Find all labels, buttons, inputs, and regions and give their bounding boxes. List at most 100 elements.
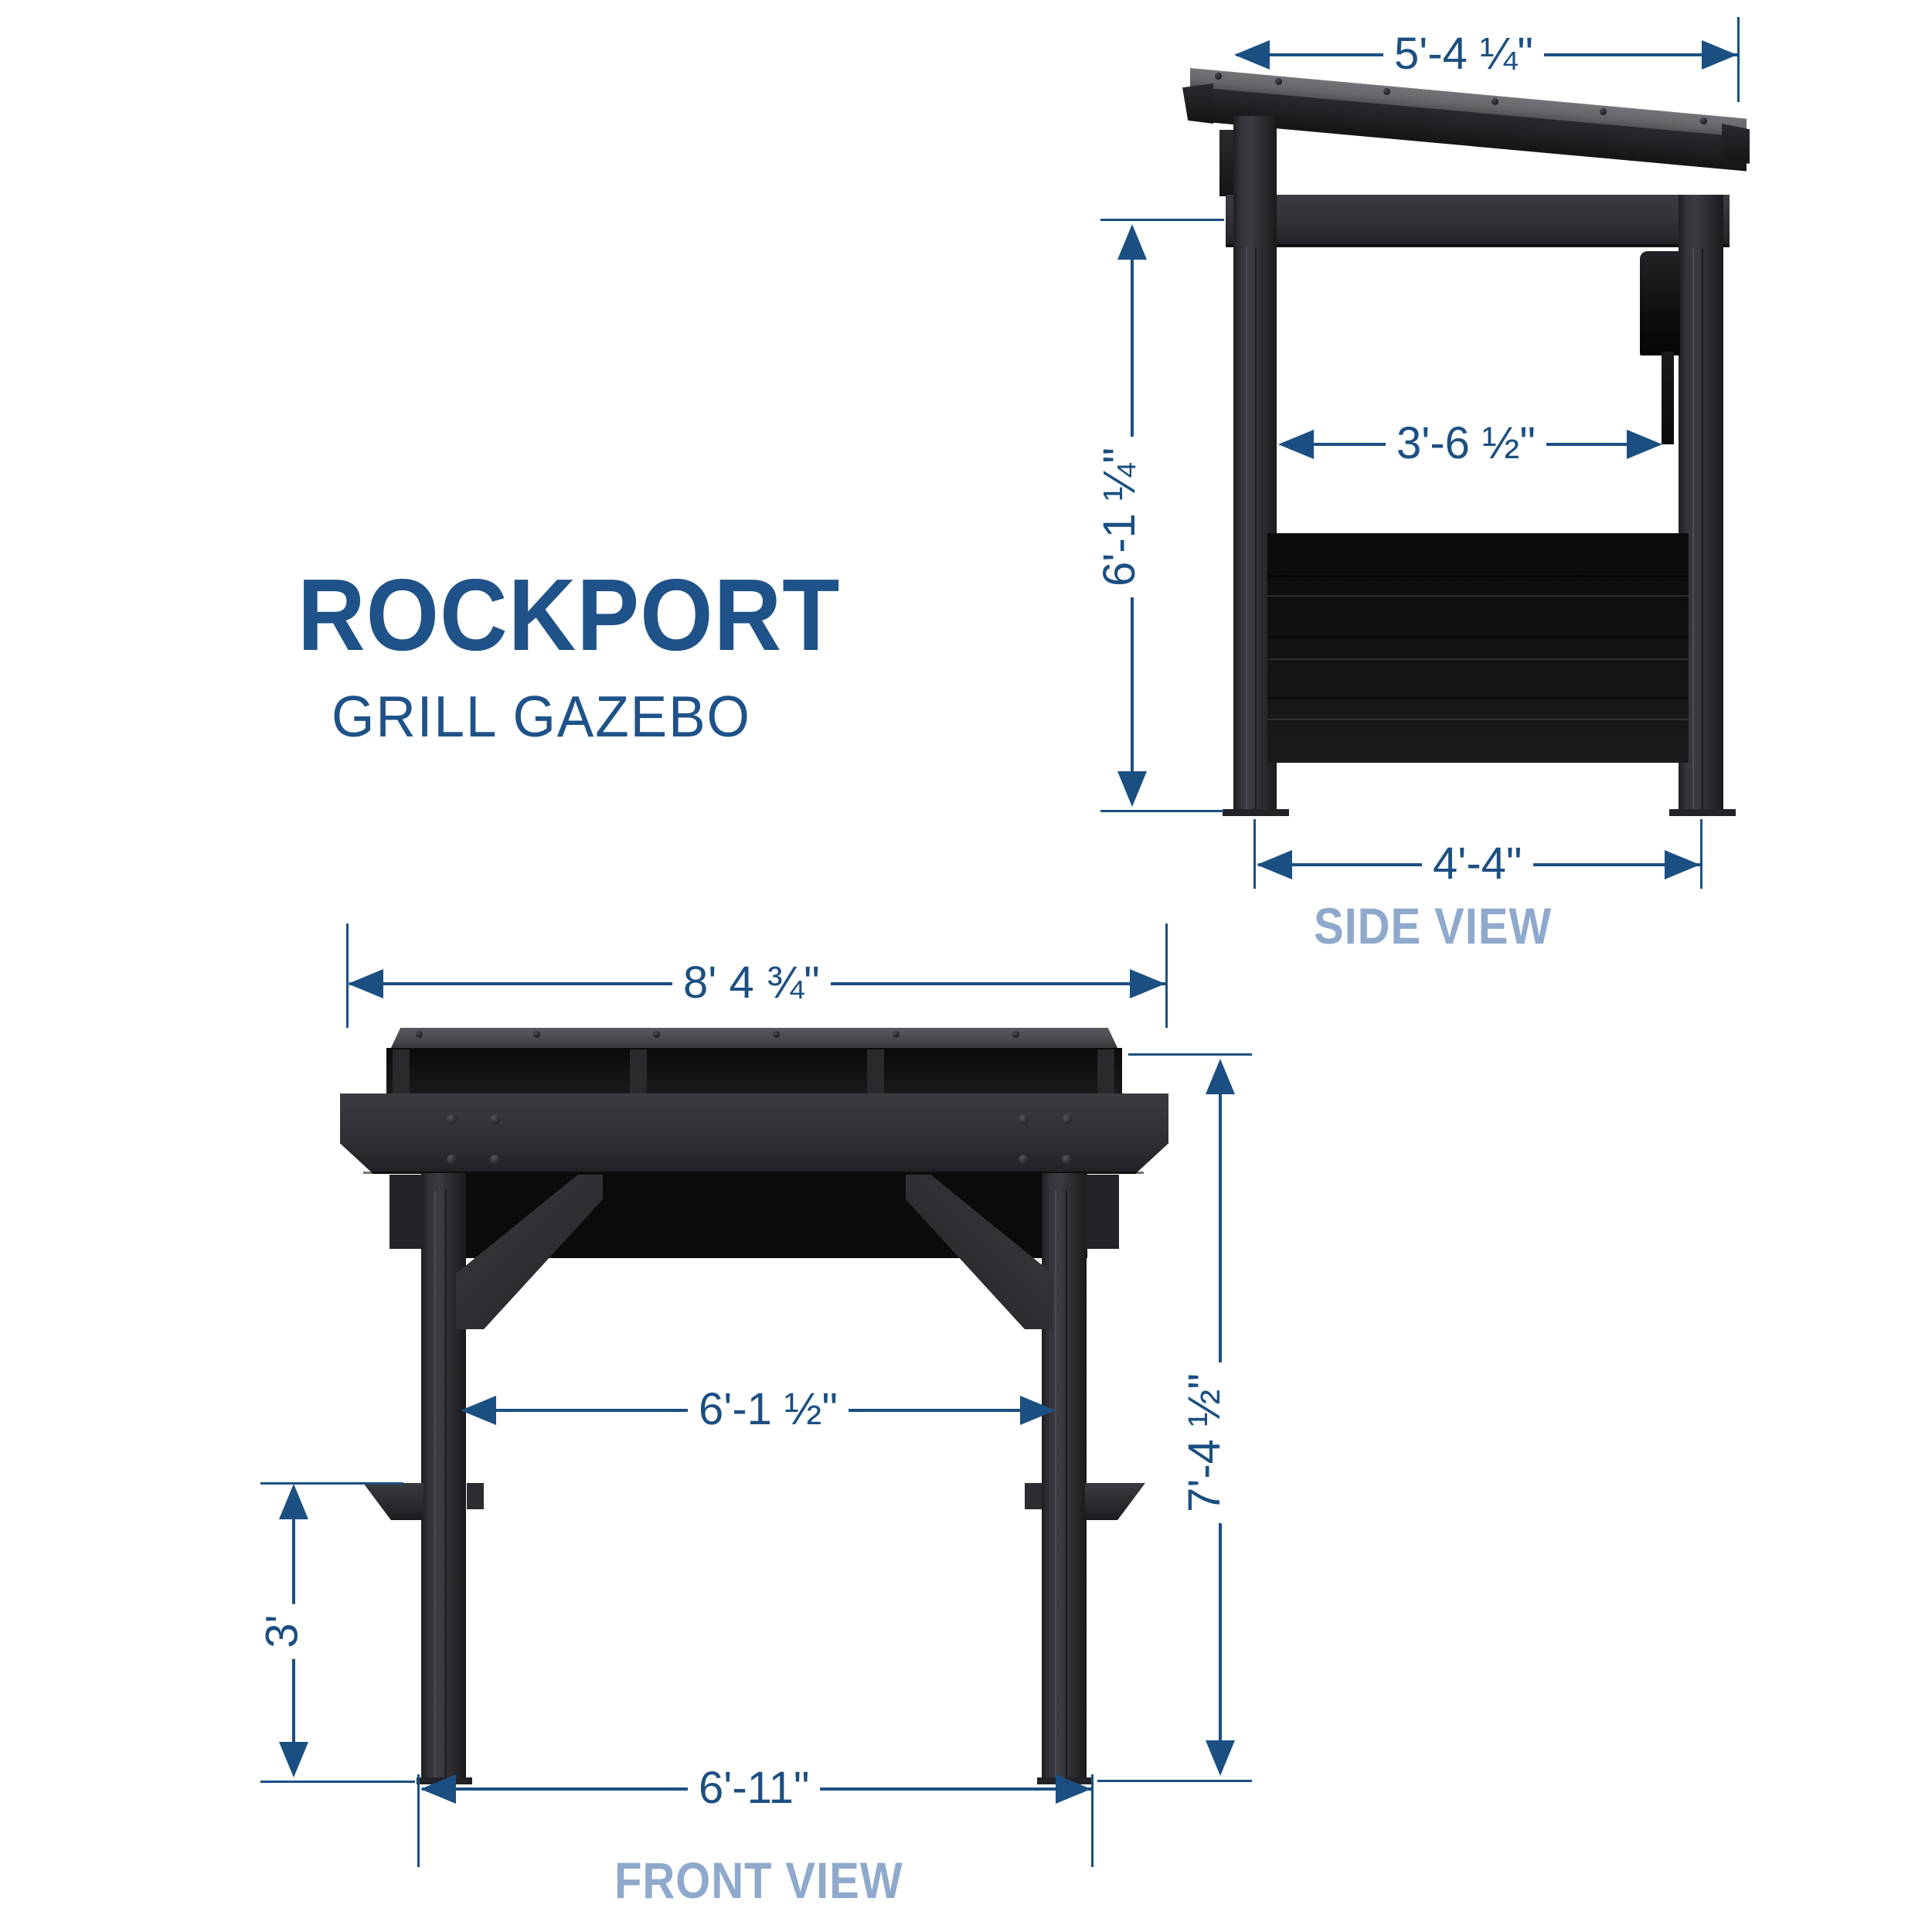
front-rafter-mark: [630, 1049, 647, 1094]
page-title: ROCKPORT: [298, 558, 841, 672]
front-counter-height-label: 3': [257, 1604, 308, 1659]
front-roof-shadow-band: [386, 1048, 1122, 1097]
arrow-up-icon: [1117, 224, 1147, 260]
front-left-counter-bracket: [363, 1483, 423, 1520]
arrow-right-icon: [1130, 969, 1165, 998]
arrow-right-icon: [1627, 430, 1662, 459]
arrow-left-icon: [1278, 430, 1314, 459]
front-right-counter-bracket: [1085, 1483, 1145, 1520]
arrow-left-icon: [1257, 850, 1292, 879]
post-groove: [1692, 249, 1694, 810]
side-roof-left-eave: [1182, 83, 1213, 124]
roof-fastener-icon: [1492, 98, 1498, 105]
roof-fastener-icon: [533, 1031, 540, 1038]
beam-bolt-icon: [1062, 1155, 1072, 1165]
beam-bolt-icon: [447, 1155, 457, 1165]
front-right-post: [1042, 1173, 1087, 1781]
counter-slat-line: [1267, 658, 1689, 660]
side-right-foot: [1669, 809, 1736, 816]
extension-line: [1091, 1774, 1094, 1867]
post-groove: [434, 1190, 436, 1777]
front-interior-width-label: 6'-1 ½": [688, 1387, 849, 1432]
arrow-down-icon: [279, 1742, 308, 1777]
side-left-foot: [1223, 809, 1289, 816]
counter-slat-line: [1267, 575, 1689, 577]
front-right-post-bracket: [1085, 1175, 1119, 1249]
front-right-counter-edge: [1025, 1483, 1042, 1509]
roof-fastener-icon: [773, 1031, 780, 1038]
counter-slat-line: [1267, 595, 1689, 597]
extension-line: [1100, 810, 1224, 812]
extension-line: [1737, 17, 1740, 102]
arrow-up-icon: [1206, 1059, 1235, 1094]
beam-bolt-icon: [447, 1114, 457, 1124]
product-branding: ROCKPORT GRILL GAZEBO: [298, 564, 885, 746]
side-counter-cabinet: [1267, 533, 1689, 763]
beam-bolt-icon: [1062, 1114, 1072, 1124]
beam-shadow-line: [363, 1172, 1144, 1174]
post-groove: [1055, 1190, 1056, 1777]
front-left-post-bracket: [389, 1175, 423, 1249]
front-left-counter-edge: [467, 1483, 484, 1509]
post-groove: [1702, 249, 1703, 810]
arrow-up-icon: [279, 1484, 308, 1519]
front-rafter-mark: [1097, 1049, 1114, 1094]
post-groove: [1066, 1190, 1067, 1777]
arrow-left-icon: [420, 1774, 456, 1804]
roof-fastener-icon: [893, 1031, 900, 1038]
arrow-right-icon: [1020, 1396, 1056, 1425]
front-roof-panel: [390, 1028, 1118, 1049]
front-base-width-label: 6'-11": [688, 1766, 821, 1811]
side-grill-stem: [1662, 352, 1674, 444]
extension-line: [1700, 819, 1702, 889]
extension-line: [1253, 819, 1256, 889]
roof-fastener-icon: [1275, 78, 1282, 85]
extension-line: [1100, 219, 1224, 221]
counter-slat-line: [1267, 719, 1689, 720]
post-groove: [445, 1190, 447, 1777]
arrow-right-icon: [1702, 40, 1737, 70]
arrow-left-icon: [1234, 40, 1270, 70]
counter-slat-line: [1267, 636, 1689, 638]
side-grill-hood: [1640, 251, 1680, 355]
roof-fastener-icon: [653, 1031, 660, 1038]
beam-bolt-icon: [490, 1155, 500, 1165]
counter-slat-line: [1267, 697, 1689, 699]
extension-line: [417, 1774, 420, 1867]
arrow-left-icon: [348, 969, 383, 998]
extension-line: [260, 1482, 403, 1485]
front-fascia-beam: [340, 1094, 1168, 1174]
arrow-left-icon: [461, 1396, 496, 1425]
arrow-down-icon: [1206, 1740, 1235, 1776]
post-groove: [1246, 247, 1247, 811]
beam-shadow-line: [1226, 244, 1730, 247]
extension-line: [1097, 1780, 1252, 1782]
arrow-down-icon: [1117, 771, 1147, 807]
roof-fastener-icon: [416, 1031, 423, 1038]
beam-bolt-icon: [490, 1114, 500, 1124]
side-overall-height-label: 6'-1 ¼": [1094, 437, 1145, 597]
side-roof-right-eave: [1722, 124, 1750, 164]
arrow-right-icon: [1056, 1774, 1091, 1804]
page-subtitle: GRILL GAZEBO: [332, 684, 751, 749]
side-roof-depth-label: 5'-4 ¼": [1383, 32, 1544, 77]
front-rafter-mark: [393, 1049, 410, 1094]
roof-fastener-icon: [1600, 108, 1607, 115]
front-left-post: [421, 1173, 466, 1781]
roof-fastener-icon: [1012, 1031, 1019, 1038]
front-roof-width-label: 8' 4 ¾": [672, 961, 831, 1005]
extension-line: [1165, 923, 1168, 1028]
front-overall-height-label: 7'-4 ½": [1179, 1362, 1230, 1523]
beam-bolt-icon: [1019, 1114, 1029, 1124]
roof-fastener-icon: [1215, 73, 1222, 80]
roof-fastener-icon: [1383, 88, 1390, 95]
side-header-beam: [1226, 195, 1730, 247]
roof-fastener-icon: [1700, 117, 1707, 124]
extension-line: [1128, 1053, 1252, 1056]
extension-line: [260, 1781, 415, 1783]
beam-bolt-icon: [1019, 1155, 1029, 1165]
side-base-depth-label: 4'-4": [1422, 842, 1533, 886]
post-groove: [1255, 247, 1257, 811]
arrow-right-icon: [1665, 850, 1700, 879]
